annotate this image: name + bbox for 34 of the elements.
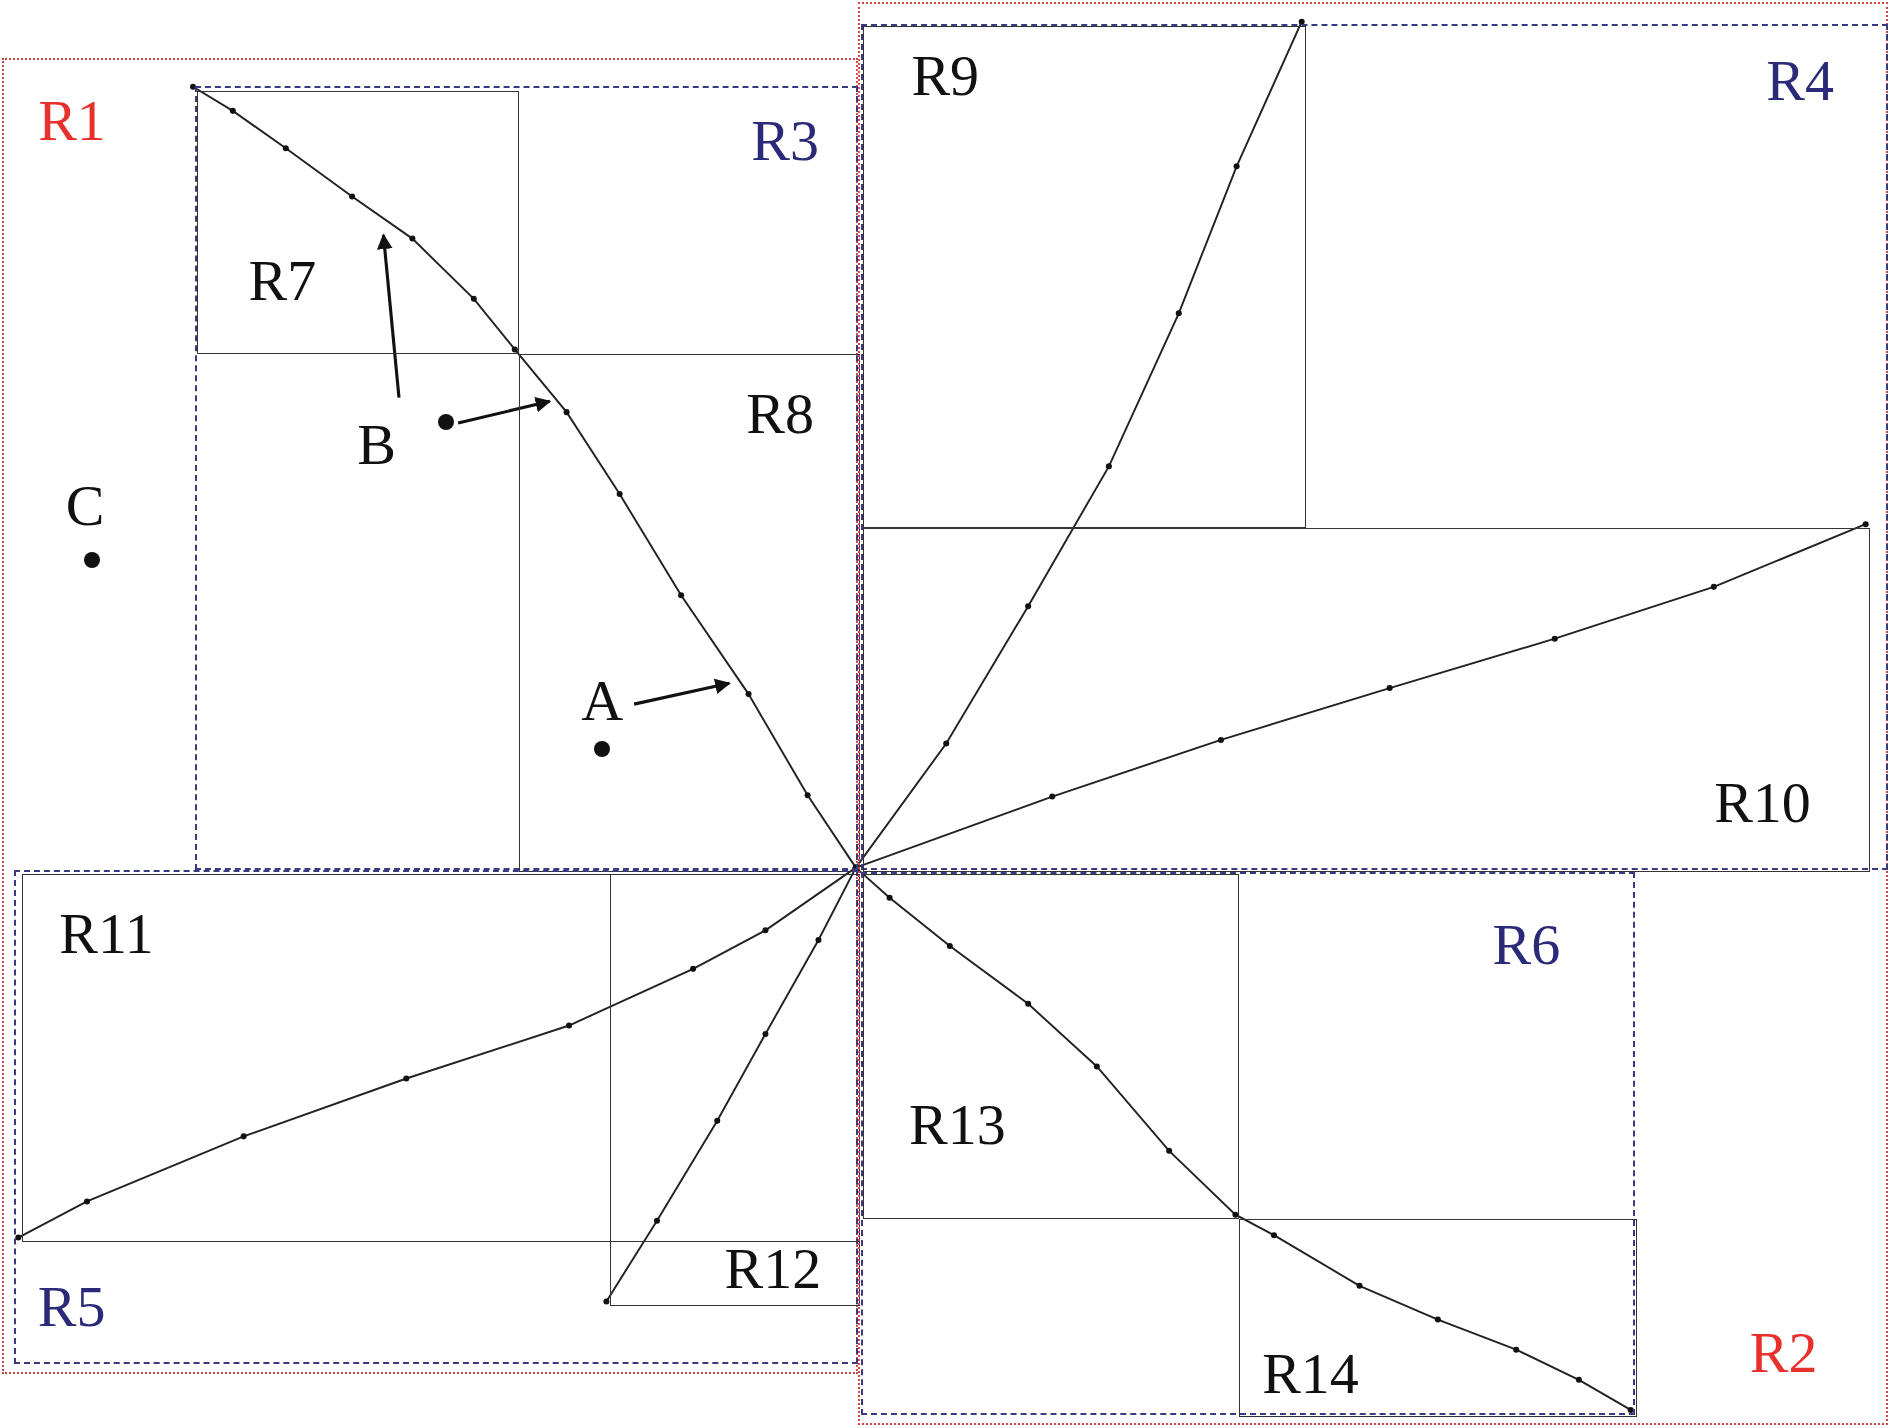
region-label: R12 (724, 1240, 822, 1299)
region-label: R11 (59, 905, 154, 964)
region-label: R2 (1749, 1324, 1818, 1383)
bounding-region (861, 872, 1636, 1415)
region-rectangle (863, 528, 1870, 872)
region-rectangle (518, 353, 860, 872)
bounding-region (858, 2, 1888, 1425)
region-label: R6 (1492, 916, 1561, 975)
arrow (377, 233, 401, 398)
bounding-region (194, 86, 858, 870)
region-label: R1 (38, 92, 106, 151)
region-rectangle (863, 25, 1306, 529)
region-label: R3 (751, 112, 819, 171)
bounding-region (2, 57, 859, 1375)
region-label: R7 (248, 252, 317, 311)
point-label: A (581, 671, 623, 730)
arrow (633, 678, 731, 706)
bounding-region (861, 23, 1889, 870)
region-label: R13 (909, 1095, 1006, 1154)
region-label: R8 (746, 384, 814, 443)
arrow (457, 396, 552, 425)
region-label: R9 (911, 47, 980, 106)
region-rectangle (863, 874, 1240, 1219)
region-rectangle (196, 90, 519, 354)
point-label: B (357, 416, 396, 475)
bounding-region (14, 869, 858, 1365)
region-label: R14 (1262, 1345, 1359, 1404)
region-rectangle (610, 874, 860, 1306)
region-rectangle (22, 874, 860, 1242)
region-rectangle (1239, 1218, 1638, 1417)
region-label: R4 (1766, 52, 1834, 111)
point-label: C (65, 476, 105, 535)
region-label: R5 (37, 1278, 106, 1337)
region-label: R10 (1714, 774, 1811, 832)
